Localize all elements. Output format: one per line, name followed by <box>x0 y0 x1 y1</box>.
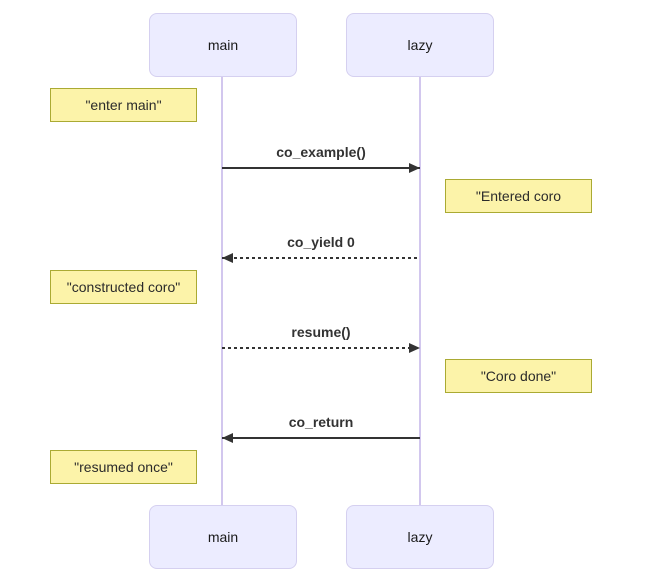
note-enter-main: "enter main" <box>50 88 197 122</box>
message-line-resume <box>222 347 420 349</box>
message-label-co-yield: co_yield 0 <box>287 234 355 250</box>
participant-label: lazy <box>407 529 433 545</box>
participant-main-top: main <box>149 13 297 77</box>
note-label: "Entered coro <box>475 188 562 204</box>
participant-lazy-top: lazy <box>346 13 494 77</box>
arrowhead-left-icon <box>222 433 233 443</box>
note-label: "enter main" <box>85 97 162 113</box>
note-resumed-once: "resumed once" <box>50 450 197 484</box>
message-line-co-example <box>222 167 420 169</box>
lifeline-lazy <box>419 77 421 505</box>
note-constructed-coro: "constructed coro" <box>50 270 197 304</box>
participant-label: main <box>207 529 239 545</box>
note-label: "constructed coro" <box>66 279 181 295</box>
message-line-co-return <box>222 437 420 439</box>
message-label-resume: resume() <box>291 324 351 340</box>
arrowhead-right-icon <box>409 163 420 173</box>
note-entered-coro: "Entered coro <box>445 179 592 213</box>
message-label-co-example: co_example() <box>276 144 366 160</box>
note-coro-done: "Coro done" <box>445 359 592 393</box>
note-label: "Coro done" <box>480 368 557 384</box>
arrowhead-left-icon <box>222 253 233 263</box>
arrowhead-right-icon <box>409 343 420 353</box>
lifeline-main <box>221 77 223 505</box>
participant-label: lazy <box>407 37 433 53</box>
message-label-co-return: co_return <box>288 414 354 430</box>
participant-lazy-bottom: lazy <box>346 505 494 569</box>
note-label: "resumed once" <box>74 459 173 475</box>
participant-label: main <box>207 37 239 53</box>
message-line-co-yield <box>222 257 420 259</box>
participant-main-bottom: main <box>149 505 297 569</box>
